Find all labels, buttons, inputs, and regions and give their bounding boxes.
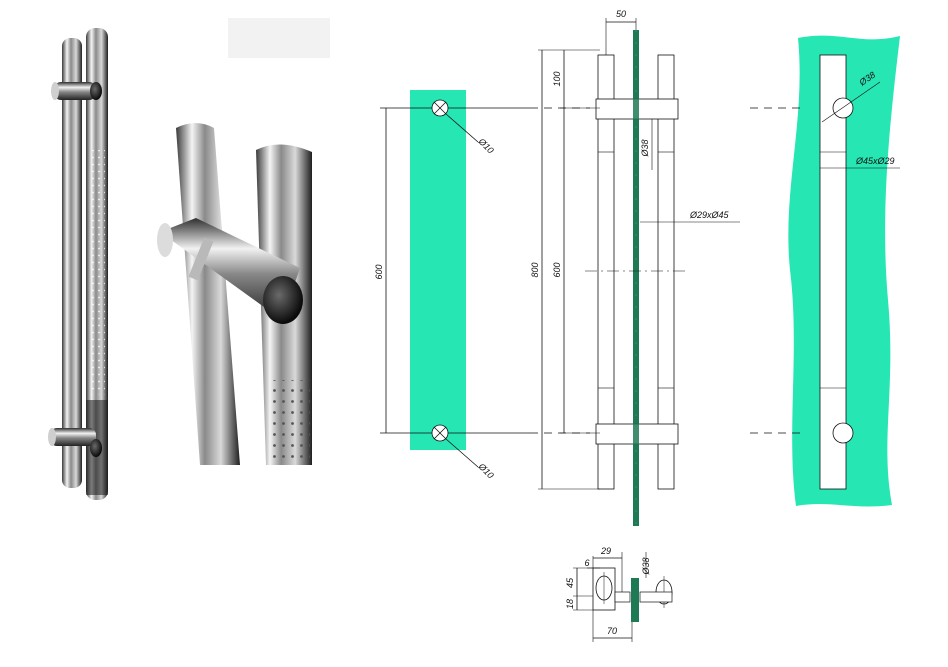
section-w29-label: 29 (600, 546, 611, 556)
section-w6-label: 6 (584, 558, 589, 568)
top-offset-dimension: 100 (552, 50, 565, 108)
section-h18-label: 18 (565, 599, 575, 609)
bar-diameter-label: Ø38 (640, 139, 650, 157)
offset-dimension: 50 (605, 9, 637, 55)
upper-hole-label: Ø10 (476, 136, 496, 156)
overall-length-dimension: 800 (530, 50, 543, 489)
detail-standoff (157, 218, 303, 324)
front-spacing-label: 600 (374, 264, 384, 279)
spacing-dimension: 600 (552, 108, 565, 433)
offset-label: 50 (616, 9, 626, 19)
lower-standoff (48, 428, 102, 457)
overall-length-label: 800 (530, 262, 540, 277)
section-h45-label: 45 (565, 577, 575, 588)
glass-plate-drilling: Ø10 Ø10 600 (374, 90, 590, 480)
front-spacing-dimension: 600 (374, 108, 387, 433)
cross-section-view: 45 18 29 6 Ø38 70 (565, 546, 673, 642)
section-w70-label: 70 (607, 626, 617, 636)
section-d38-label: Ø38 (641, 557, 651, 575)
collar-dimension: Ø45xØ29 (820, 156, 900, 169)
tube-diameter-dimension: Ø29xØ45 (640, 210, 740, 223)
collar-label: Ø45xØ29 (855, 156, 895, 166)
tube-diameter-label: Ø29xØ45 (689, 210, 730, 220)
spacing-label: 600 (552, 262, 562, 277)
lower-hole-label: Ø10 (476, 461, 496, 481)
handle-detail-photo (157, 18, 330, 465)
top-offset-label: 100 (552, 71, 562, 86)
handle-photo (48, 28, 108, 500)
bar-diameter-dimension: Ø38 (640, 119, 653, 170)
handle-side-view: 800 600 100 50 Ø38 Ø29xØ45 (530, 9, 740, 526)
glass-holes-view: Ø38 Ø45xØ29 (750, 35, 900, 507)
upper-standoff (51, 82, 102, 100)
